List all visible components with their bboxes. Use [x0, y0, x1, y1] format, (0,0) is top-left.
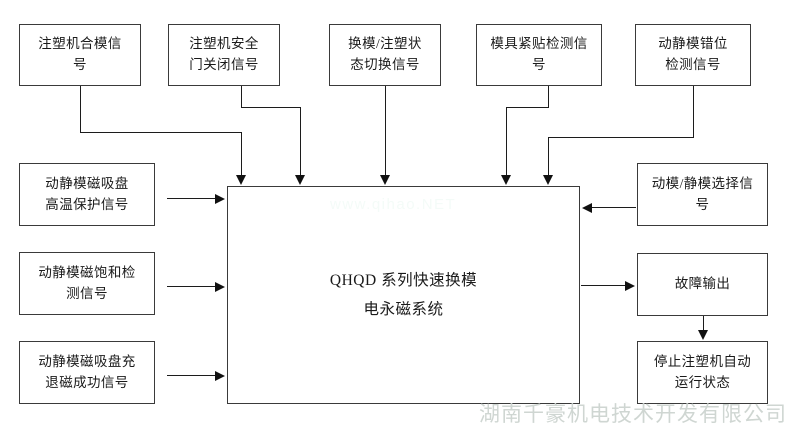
- top-input-box-4[interactable]: 模具紧贴检测信 号: [476, 24, 602, 86]
- top-input-box-5-line1: 动静模错位: [658, 36, 728, 52]
- left-input-box-2-line2: 测信号: [66, 285, 108, 301]
- arrowhead-left1: [215, 194, 225, 204]
- top-input-box-4-line1: 模具紧贴检测信: [490, 36, 588, 52]
- top-input-box-2-line2: 门关闭信号: [189, 57, 259, 72]
- right-node-mold-select-line2: 号: [695, 196, 710, 212]
- connector-top4-segment-down: [548, 86, 549, 108]
- center-system-line2: 电永磁系统: [363, 301, 444, 318]
- left-input-box-3-line1: 动静模磁吸盘充: [38, 353, 136, 369]
- connector-top4-segment-drop: [506, 107, 507, 176]
- left-input-box-1-line1: 动静模磁吸盘: [45, 175, 129, 191]
- left-input-box-2[interactable]: 动静模磁饱和检 测信号: [19, 252, 155, 315]
- left-input-box-2-line1: 动静模磁饱和检: [38, 264, 136, 280]
- arrowhead-top1: [236, 175, 246, 185]
- connector-fault-output-line: [581, 285, 626, 286]
- connector-top2-segment-right: [241, 107, 301, 108]
- right-node-stop-machine[interactable]: 停止注塑机自动 运行状态: [637, 341, 768, 404]
- right-node-fault-output-line1: 故障输出: [674, 276, 731, 292]
- right-node-mold-select[interactable]: 动模/静模选择信 号: [637, 163, 768, 226]
- top-input-box-1[interactable]: 注塑机合模信 号: [19, 24, 141, 86]
- connector-top5-segment-left: [548, 137, 694, 138]
- arrowhead-top3: [380, 175, 390, 185]
- arrowhead-top2: [295, 175, 305, 185]
- connector-top5-segment-drop: [548, 137, 549, 176]
- connector-top1-segment-drop: [241, 132, 242, 176]
- top-input-box-4-line2: 号: [532, 57, 546, 72]
- center-system-box[interactable]: QHQD 系列快速换模 电永磁系统: [227, 186, 580, 404]
- top-input-box-2-line1: 注塑机安全: [189, 36, 259, 52]
- right-node-stop-machine-line2: 运行状态: [674, 374, 731, 390]
- top-input-box-3-line2: 态切换信号: [350, 57, 420, 72]
- right-node-fault-output[interactable]: 故障输出: [637, 253, 768, 316]
- right-node-stop-machine-line1: 停止注塑机自动: [653, 353, 752, 369]
- connector-top5-segment-down: [693, 86, 694, 138]
- connector-left2-line: [167, 286, 217, 287]
- right-node-mold-select-line1: 动模/静模选择信: [651, 175, 754, 191]
- top-input-box-3[interactable]: 换模/注塑状 态切换信号: [329, 24, 441, 86]
- connector-top2-segment-drop: [300, 107, 301, 176]
- left-input-box-3[interactable]: 动静模磁吸盘充 退磁成功信号: [19, 341, 155, 404]
- center-system-line1: QHQD 系列快速换模: [329, 271, 478, 289]
- connector-stop-machine-line: [703, 316, 704, 332]
- connector-top1-segment-down: [80, 86, 81, 133]
- arrowhead-top5: [543, 175, 553, 185]
- arrowhead-fault-output: [625, 281, 635, 291]
- arrowhead-stop-machine: [698, 330, 708, 340]
- top-input-box-5[interactable]: 动静模错位 检测信号: [635, 24, 751, 86]
- arrowhead-top4: [501, 175, 511, 185]
- watermark-center-text: www.qihao.NET: [330, 196, 457, 213]
- connector-mold-select-line: [592, 207, 636, 208]
- arrowhead-left2: [215, 282, 225, 292]
- top-input-box-1-line1: 注塑机合模信: [38, 36, 122, 52]
- connector-top4-segment-left: [506, 107, 549, 108]
- watermark-bottom-text: 湖南千豪机电技术开发有限公司: [479, 403, 787, 426]
- top-input-box-3-line1: 换模/注塑状: [348, 36, 422, 52]
- top-input-box-2[interactable]: 注塑机安全 门关闭信号: [168, 24, 280, 86]
- left-input-box-3-line2: 退磁成功信号: [45, 374, 129, 390]
- connector-top3-segment-down: [385, 86, 386, 176]
- connector-left3-line: [167, 375, 217, 376]
- arrowhead-mold-select: [582, 203, 592, 213]
- left-input-box-1[interactable]: 动静模磁吸盘 高温保护信号: [19, 163, 155, 226]
- left-input-box-1-line2: 高温保护信号: [45, 196, 129, 212]
- top-input-box-1-line2: 号: [73, 57, 87, 72]
- top-input-box-5-line2: 检测信号: [665, 57, 721, 72]
- connector-left1-line: [167, 198, 217, 199]
- connector-top2-segment-down: [241, 86, 242, 108]
- connector-top1-segment-right: [80, 132, 242, 133]
- arrowhead-left3: [215, 371, 225, 381]
